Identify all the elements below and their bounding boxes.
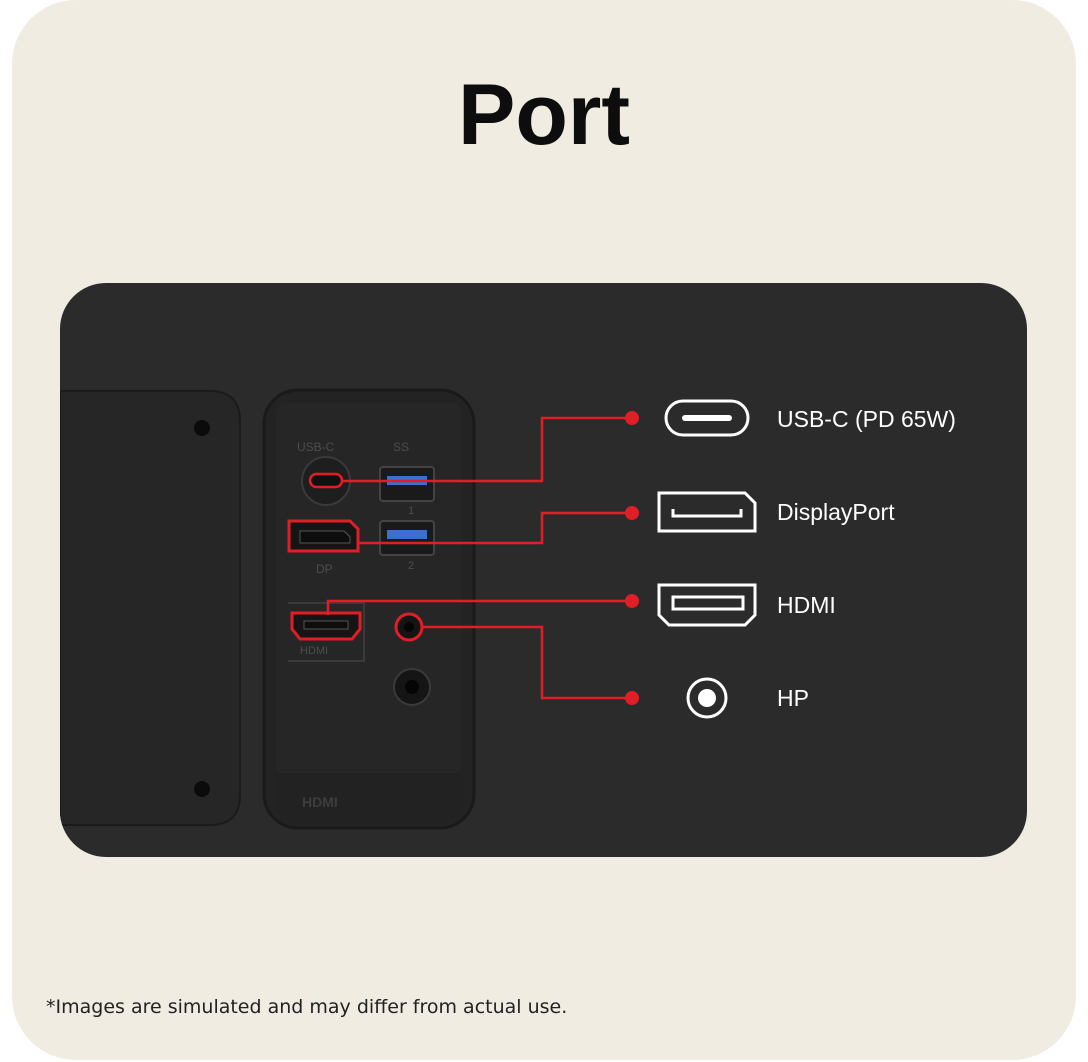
disclaimer-footnote: *Images are simulated and may differ fro… [46, 996, 568, 1018]
port-label-hdmi: HDMI [777, 592, 836, 618]
marking-ss: SS [393, 440, 409, 454]
monitor-back-panel: USB-C SS DP 1 2 HDMI HDMI [60, 283, 1027, 857]
headphone-jack-icon [686, 677, 728, 719]
page-title: Port [458, 67, 630, 163]
port-diagram: USB-C SS DP 1 2 HDMI HDMI [60, 388, 757, 830]
port-label-hp: HP [777, 685, 809, 711]
left-cover [60, 390, 241, 826]
screw-hole-top [194, 420, 210, 436]
usb-c-port-icon [664, 399, 750, 437]
hdmi-port-icon [657, 583, 757, 627]
usb-c-socket [308, 472, 344, 489]
port-label-usb-c: USB-C (PD 65W) [777, 406, 956, 432]
port-bay-inner [276, 403, 462, 775]
marking-dp: DP [316, 562, 333, 576]
screw-hole-bottom [194, 781, 210, 797]
port-label-displayport: DisplayPort [777, 499, 895, 525]
marking-hdmi: HDMI [300, 645, 328, 657]
displayport-port-icon [657, 491, 757, 533]
bay-lip [274, 773, 464, 818]
marking-usb-2: 2 [408, 560, 414, 572]
hdmi-logo: HDMI [302, 794, 338, 810]
marking-usb-1: 1 [408, 505, 414, 517]
marking-usb-c: USB-C [297, 440, 335, 454]
